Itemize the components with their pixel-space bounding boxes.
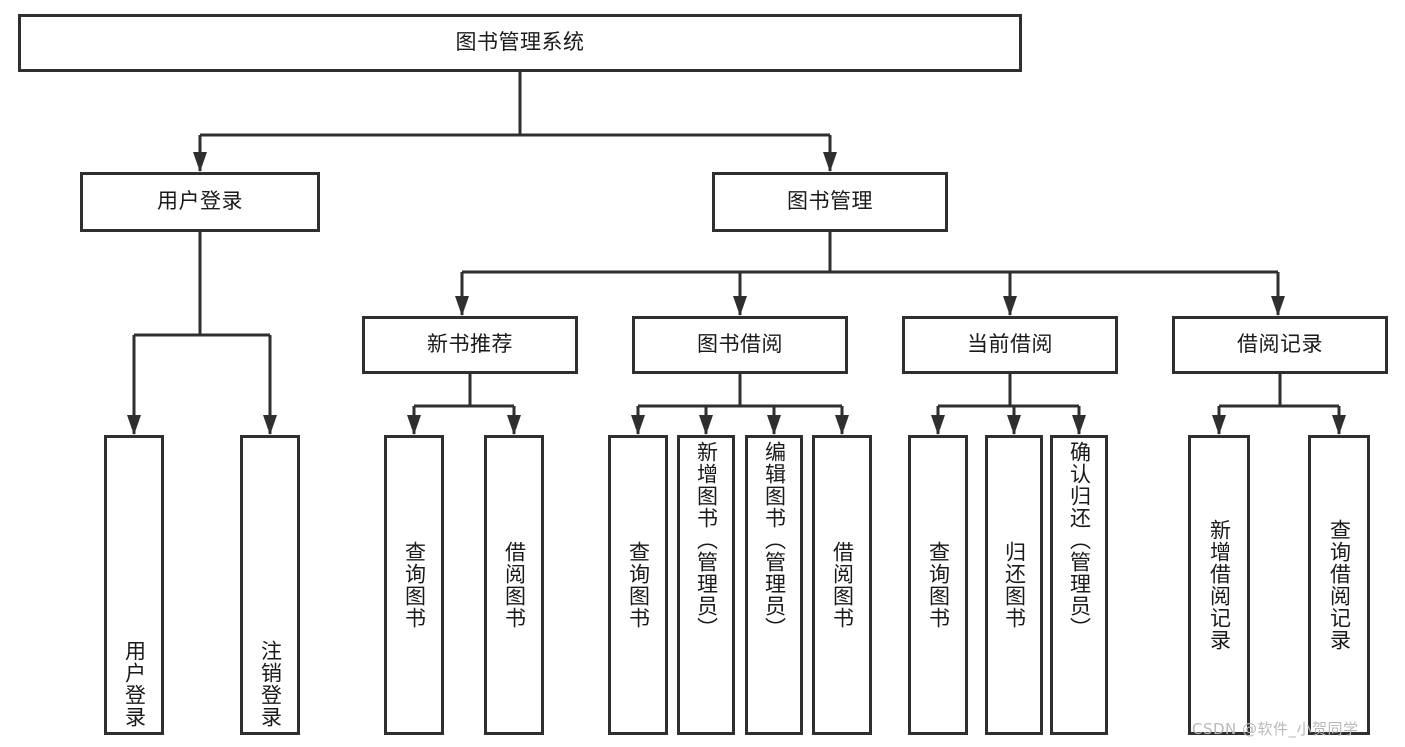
arrow-head-record-to-leaves-1 bbox=[1332, 415, 1346, 435]
arrow-head-userlogin-to-leaves-0 bbox=[127, 415, 141, 435]
node-borrow-record[interactable]: 借阅记录 bbox=[1172, 316, 1388, 374]
arrow-head-root-to-level2-0 bbox=[193, 152, 207, 172]
node-label-leaf-return-book: 归还图书 bbox=[1002, 541, 1027, 629]
node-leaf-query-book-borrow[interactable]: 查询图书 bbox=[608, 435, 668, 735]
node-label-current-borrow: 当前借阅 bbox=[967, 332, 1053, 357]
arrow-head-userlogin-to-leaves-1 bbox=[263, 415, 277, 435]
node-label-leaf-logout: 注销登录 bbox=[258, 640, 283, 728]
arrow-head-current-to-leaves-1 bbox=[1007, 415, 1021, 435]
node-leaf-query-borrow-record[interactable]: 查询借阅记录 bbox=[1308, 435, 1370, 735]
node-label-leaf-query-book-borrow: 查询图书 bbox=[626, 541, 651, 629]
node-label-borrow-record: 借阅记录 bbox=[1237, 332, 1323, 357]
node-label-leaf-query-book-current: 查询图书 bbox=[926, 541, 951, 629]
node-label-leaf-confirm-return: 确认归还（管理员） bbox=[1067, 441, 1092, 639]
node-leaf-borrow-book-recommend[interactable]: 借阅图书 bbox=[484, 435, 544, 735]
arrow-head-borrow-to-leaves-0 bbox=[631, 415, 645, 435]
node-leaf-confirm-return[interactable]: 确认归还（管理员） bbox=[1050, 435, 1108, 735]
arrow-head-borrow-to-leaves-1 bbox=[699, 415, 713, 435]
node-label-leaf-borrow-book: 借阅图书 bbox=[830, 541, 855, 629]
node-leaf-logout[interactable]: 注销登录 bbox=[240, 435, 300, 735]
node-new-book-recommend[interactable]: 新书推荐 bbox=[362, 316, 578, 374]
node-label-user-login: 用户登录 bbox=[157, 189, 243, 214]
arrow-head-recommend-to-leaves-1 bbox=[507, 415, 521, 435]
node-leaf-return-book[interactable]: 归还图书 bbox=[985, 435, 1043, 735]
node-label-book-manage: 图书管理 bbox=[787, 189, 873, 214]
node-label-root: 图书管理系统 bbox=[455, 30, 585, 55]
arrow-head-current-to-leaves-2 bbox=[1072, 415, 1086, 435]
node-leaf-add-book[interactable]: 新增图书（管理员） bbox=[677, 435, 735, 735]
node-leaf-query-book-current[interactable]: 查询图书 bbox=[908, 435, 968, 735]
node-root[interactable]: 图书管理系统 bbox=[18, 14, 1022, 72]
arrow-head-current-to-leaves-0 bbox=[931, 415, 945, 435]
node-leaf-edit-book[interactable]: 编辑图书（管理员） bbox=[745, 435, 803, 735]
arrow-head-recommend-to-leaves-0 bbox=[407, 415, 421, 435]
node-label-leaf-edit-book: 编辑图书（管理员） bbox=[762, 441, 787, 639]
node-current-borrow[interactable]: 当前借阅 bbox=[902, 316, 1118, 374]
arrow-head-bookmanage-to-level3-3 bbox=[1271, 296, 1285, 316]
node-book-manage[interactable]: 图书管理 bbox=[712, 172, 948, 232]
node-label-leaf-user-login: 用户登录 bbox=[122, 640, 147, 728]
node-user-login[interactable]: 用户登录 bbox=[80, 172, 320, 232]
node-label-book-borrow: 图书借阅 bbox=[697, 332, 783, 357]
arrow-head-root-to-level2-1 bbox=[823, 152, 837, 172]
node-label-leaf-add-borrow-record: 新增借阅记录 bbox=[1207, 519, 1232, 651]
node-leaf-user-login[interactable]: 用户登录 bbox=[104, 435, 164, 735]
node-label-leaf-query-book-recommend: 查询图书 bbox=[402, 541, 427, 629]
node-label-leaf-query-borrow-record: 查询借阅记录 bbox=[1327, 519, 1352, 651]
node-label-leaf-add-book: 新增图书（管理员） bbox=[694, 441, 719, 639]
node-label-new-book-recommend: 新书推荐 bbox=[427, 332, 513, 357]
node-leaf-borrow-book[interactable]: 借阅图书 bbox=[812, 435, 872, 735]
arrow-head-bookmanage-to-level3-2 bbox=[1003, 296, 1017, 316]
arrow-head-record-to-leaves-0 bbox=[1212, 415, 1226, 435]
node-leaf-add-borrow-record[interactable]: 新增借阅记录 bbox=[1188, 435, 1250, 735]
arrow-head-borrow-to-leaves-3 bbox=[835, 415, 849, 435]
arrow-head-bookmanage-to-level3-0 bbox=[455, 296, 469, 316]
arrow-head-borrow-to-leaves-2 bbox=[767, 415, 781, 435]
node-label-leaf-borrow-book-recommend: 借阅图书 bbox=[502, 541, 527, 629]
node-leaf-query-book-recommend[interactable]: 查询图书 bbox=[384, 435, 444, 735]
connector-lines bbox=[127, 72, 1346, 435]
arrow-head-bookmanage-to-level3-1 bbox=[733, 296, 747, 316]
node-book-borrow[interactable]: 图书借阅 bbox=[632, 316, 848, 374]
